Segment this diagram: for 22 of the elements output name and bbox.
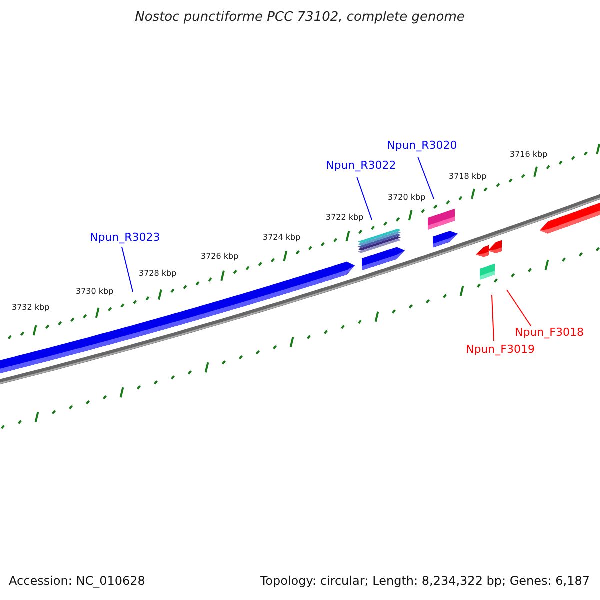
gene-label: Npun_R3023 — [90, 231, 160, 244]
scale-label: 3726 kbp — [201, 253, 239, 261]
leader-line — [492, 294, 494, 342]
scale-label: 3732 kbp — [12, 304, 50, 312]
gene-label: Npun_R3020 — [387, 139, 458, 152]
leader-line — [122, 246, 134, 292]
scale-label: 3728 kbp — [139, 270, 177, 278]
scale-label: 3730 kbp — [76, 288, 114, 296]
info-text: Topology: circular; Length: 8,234,322 bp; Genes: 6,187 — [260, 575, 590, 587]
gene-label: Npun_R3022 — [326, 159, 396, 172]
gene-label: Npun_F3018 — [515, 326, 584, 339]
scale-label: 3722 kbp — [326, 214, 364, 222]
leader-line — [418, 156, 434, 200]
info-text: Accession: NC_010628 — [9, 575, 146, 587]
gene-label: Npun_F3019 — [466, 343, 535, 356]
scale-label: 3718 kbp — [449, 173, 487, 181]
scale-label: 3720 kbp — [388, 194, 426, 202]
scale-label: 3724 kbp — [263, 234, 301, 242]
leader-line — [506, 290, 532, 326]
title: Nostoc punctiforme PCC 73102, complete genome — [135, 10, 465, 25]
leader-line — [356, 176, 372, 220]
scale-label: 3716 kbp — [510, 151, 548, 159]
